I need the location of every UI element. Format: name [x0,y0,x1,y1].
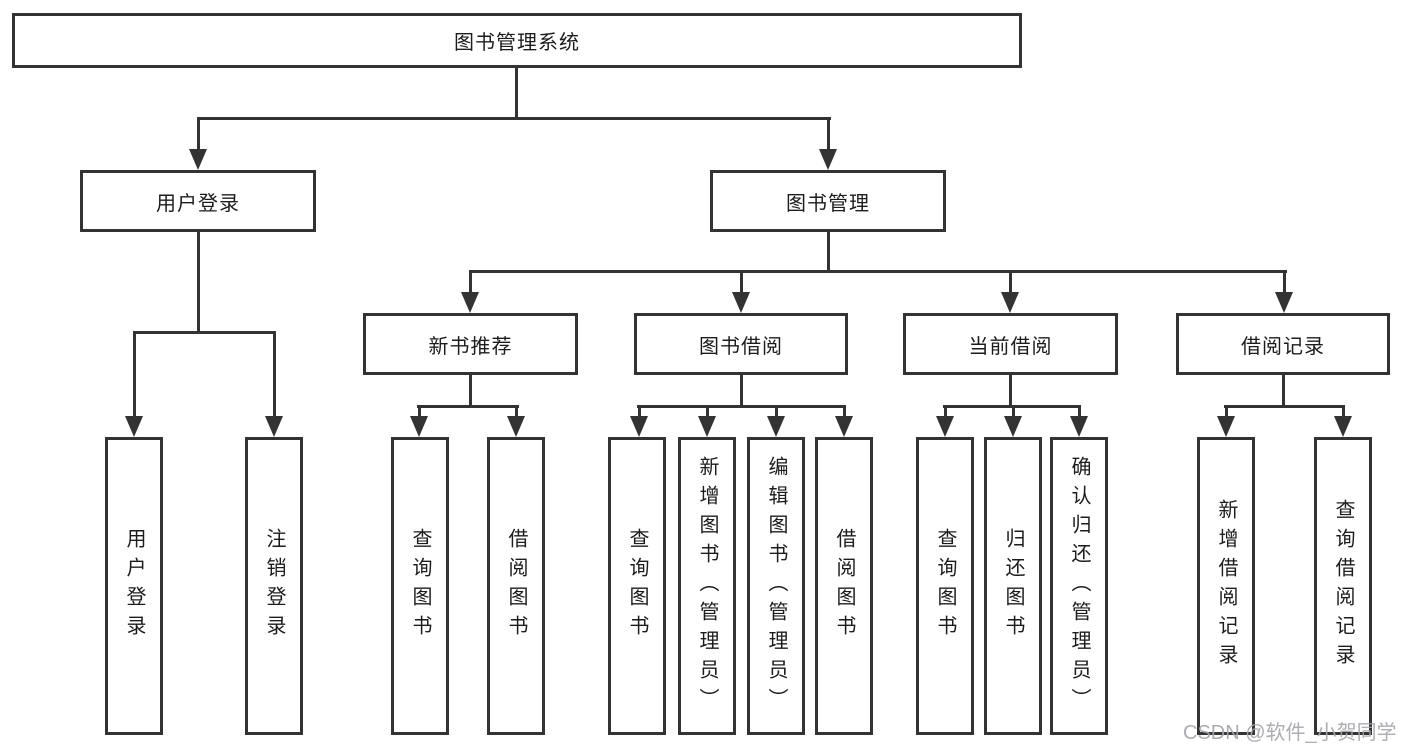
leaf-user-login-label: 用户登录 [123,528,145,644]
leaf-add-borrow-record-label: 新增借阅记录 [1215,499,1237,673]
connector-stem-leaf [1225,405,1228,418]
arrowhead-book-borrow [732,292,750,313]
connector-new-book-trunk [469,375,472,407]
connector-stem-leaf [944,405,947,418]
connector-current-borrow-trunk [1009,375,1012,407]
connector-root-trunk [515,68,518,118]
arrowhead-leaf [936,416,954,437]
node-system-root: 图书管理系统 [12,13,1022,68]
csdn-watermark: CSDN @软件_小贺同学 [1183,722,1397,744]
connector-level2-rail [197,117,831,120]
node-new-book-recommend: 新书推荐 [363,313,578,375]
leaf-query-book-2: 查询图书 [608,437,666,735]
leaf-confirm-return-admin: 确认归还（管理员） [1050,437,1108,735]
node-book-borrow: 图书借阅 [634,313,848,375]
arrowhead-leaf-logout [265,416,283,437]
node-new-book-recommend-label: 新书推荐 [428,335,513,358]
leaf-borrow-book-1: 借阅图书 [487,437,545,735]
connector-user-login-rail [133,331,276,334]
leaf-logout: 注销登录 [245,437,303,735]
connector-stem-borrow-records [1283,272,1286,293]
leaf-query-borrow-record: 查询借阅记录 [1314,437,1372,735]
arrowhead-leaf [698,416,716,437]
connector-stem-leaf-login [133,333,136,417]
leaf-query-book-1: 查询图书 [391,437,449,735]
arrowhead-leaf [630,416,648,437]
connector-stem-current-borrow [1009,272,1012,293]
arrowhead-current-borrow [1001,292,1019,313]
arrowhead-book-management [819,149,837,170]
arrowhead-leaf-login [125,416,143,437]
connector-stem-book-borrow [740,272,743,293]
connector-book-borrow-rail [637,405,846,408]
connector-stem-leaf [1342,405,1345,418]
arrowhead-new-book [461,292,479,313]
leaf-borrow-book-1-label: 借阅图书 [505,528,527,644]
leaf-logout-label: 注销登录 [263,528,285,644]
connector-book-management-trunk [827,232,830,272]
leaf-borrow-book-2: 借阅图书 [815,437,873,735]
leaf-return-book: 归还图书 [984,437,1042,735]
arrowhead-leaf [835,416,853,437]
connector-stem-leaf [418,405,421,418]
leaf-query-book-3: 查询图书 [916,437,974,735]
leaf-borrow-book-2-label: 借阅图书 [833,528,855,644]
node-user-login-label: 用户登录 [156,192,240,215]
leaf-add-borrow-record: 新增借阅记录 [1197,437,1255,735]
leaf-user-login: 用户登录 [105,437,163,735]
connector-stem-leaf-logout [273,333,276,417]
node-system-root-label: 图书管理系统 [454,32,580,54]
leaf-confirm-return-admin-label: 确认归还（管理员） [1068,455,1090,717]
connector-stem-leaf [638,405,641,418]
node-book-borrow-label: 图书借阅 [699,335,783,358]
arrowhead-leaf [1334,416,1352,437]
connector-borrow-records-rail [1224,405,1345,408]
arrowhead-user-login [189,149,207,170]
leaf-edit-book-admin: 编辑图书（管理员） [747,437,805,735]
arrowhead-leaf [767,416,785,437]
leaf-query-book-1-label: 查询图书 [409,528,431,644]
connector-borrow-records-trunk [1282,375,1285,407]
connector-stem-new-book [469,272,472,293]
connector-stem-leaf [706,405,709,418]
leaf-add-book-admin: 新增图书（管理员） [678,437,736,735]
arrowhead-leaf [1217,416,1235,437]
connector-stem-leaf [515,405,518,418]
node-borrow-records: 借阅记录 [1176,313,1390,375]
arrowhead-leaf [410,416,428,437]
connector-stem-book-management [827,119,830,150]
arrowhead-leaf [1004,416,1022,437]
leaf-add-book-admin-label: 新增图书（管理员） [696,455,718,717]
connector-stem-user-login [197,119,200,150]
node-book-management: 图书管理 [710,170,946,232]
connector-stem-leaf [843,405,846,418]
node-borrow-records-label: 借阅记录 [1241,335,1325,358]
node-current-borrow-label: 当前借阅 [968,335,1053,358]
connector-user-login-trunk [197,232,200,333]
arrowhead-borrow-records [1275,292,1293,313]
node-current-borrow: 当前借阅 [903,313,1118,375]
leaf-return-book-label: 归还图书 [1002,528,1024,644]
connector-book-borrow-trunk [740,375,743,407]
node-user-login: 用户登录 [80,170,316,232]
arrowhead-leaf [1070,416,1088,437]
leaf-query-book-3-label: 查询图书 [934,528,956,644]
connector-stem-leaf [775,405,778,418]
leaf-edit-book-admin-label: 编辑图书（管理员） [765,455,787,717]
connector-stem-leaf [1012,405,1015,418]
node-book-management-label: 图书管理 [786,192,870,215]
connector-stem-leaf [1078,405,1081,418]
arrowhead-leaf [507,416,525,437]
leaf-query-borrow-record-label: 查询借阅记录 [1332,499,1354,673]
connector-level3-rail [469,270,1287,273]
connector-new-book-rail [417,405,519,408]
leaf-query-book-2-label: 查询图书 [626,528,648,644]
